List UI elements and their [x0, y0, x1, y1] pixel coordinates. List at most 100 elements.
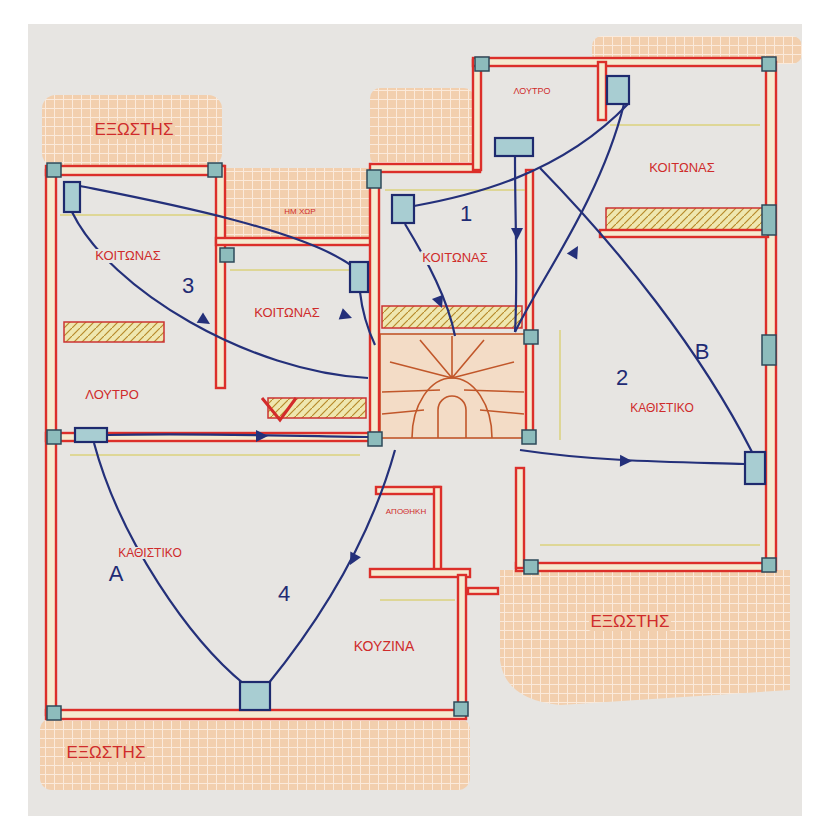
wall — [46, 166, 224, 175]
columns — [47, 57, 776, 720]
wall — [600, 230, 768, 237]
callout-number: 1 — [458, 202, 474, 225]
balcony — [42, 95, 222, 167]
balcony — [500, 570, 790, 705]
arrowhead — [197, 313, 214, 330]
stair-arc — [438, 396, 466, 438]
wall — [46, 710, 466, 719]
closet — [606, 208, 766, 230]
exit-symbol — [745, 452, 765, 484]
column — [47, 163, 61, 177]
stairs — [380, 334, 526, 438]
callout-number: 2 — [614, 366, 630, 389]
wall — [434, 487, 441, 573]
route-line — [80, 186, 352, 266]
wall — [370, 569, 470, 577]
arrowhead — [432, 295, 448, 311]
column — [368, 432, 382, 446]
arrowhead — [567, 243, 583, 259]
walls — [46, 58, 776, 719]
column — [454, 702, 468, 716]
room-label: ΚΑΘΙΣΤΙΚΟ — [116, 547, 183, 560]
door-mark — [262, 398, 296, 420]
exit-symbol — [64, 182, 80, 212]
balcony — [370, 88, 474, 166]
balcony-label: ΕΞΩΣΤΗΣ — [589, 613, 672, 631]
arrowhead — [620, 455, 632, 467]
room-label: ΚΟΙΤΩΝΑΣ — [93, 249, 163, 263]
route-line — [414, 104, 628, 206]
route-line — [540, 168, 752, 452]
room-label: ΛΟΥΤΡΟ — [511, 87, 552, 96]
route-line — [515, 157, 516, 332]
arrowhead — [256, 430, 268, 442]
room-label: ΛΟΥΤΡΟ — [83, 388, 141, 402]
column — [367, 170, 381, 188]
stair-area — [380, 334, 526, 438]
column — [762, 335, 776, 365]
wall — [473, 60, 481, 170]
route-line — [72, 212, 368, 378]
callout-number: 4 — [276, 582, 292, 605]
closet — [64, 322, 164, 342]
room-label: ΑΠΟΘΗΚΗ — [384, 508, 428, 516]
arrowhead — [511, 228, 523, 240]
balcony-label: ΕΞΩΣΤΗΣ — [93, 121, 176, 139]
exit-symbol — [350, 262, 368, 292]
column — [762, 205, 776, 235]
column — [47, 706, 61, 720]
wall — [370, 164, 480, 172]
column — [522, 430, 536, 444]
exit-symbol — [607, 76, 629, 104]
arrowhead — [345, 552, 361, 568]
wall — [370, 176, 379, 442]
exit-symbol — [240, 682, 270, 710]
callout-letter: A — [107, 562, 126, 585]
wall — [468, 588, 498, 594]
column — [220, 248, 234, 262]
column — [475, 57, 489, 71]
column — [524, 330, 538, 344]
stair-treads — [382, 336, 524, 414]
exit-symbol — [75, 428, 107, 442]
room-label: ΚΟΙΤΩΝΑΣ — [252, 306, 322, 320]
dimension-lines — [60, 125, 760, 600]
route-line — [94, 443, 244, 684]
route-line — [107, 434, 368, 437]
wall — [473, 58, 775, 66]
column — [524, 560, 538, 574]
room-label: ΗΜ ΧΩΡ — [282, 208, 317, 216]
route-symbols — [64, 76, 765, 710]
escape-routes — [72, 104, 752, 684]
balcony — [224, 168, 370, 240]
room-label: ΚΟΙΤΩΝΑΣ — [420, 251, 490, 265]
wall — [516, 563, 774, 571]
wall — [216, 166, 225, 388]
callout-letter: B — [693, 340, 712, 363]
exit-symbol — [392, 195, 414, 223]
exit-symbol — [495, 138, 533, 156]
balcony-label: ΕΞΩΣΤΗΣ — [65, 744, 148, 762]
route-line — [360, 292, 375, 345]
room-label: ΚΑΘΙΣΤΙΚΟ — [628, 402, 695, 415]
column — [47, 430, 61, 444]
wall — [376, 487, 440, 494]
arrowhead — [339, 308, 354, 323]
callout-number: 3 — [180, 274, 196, 297]
column — [762, 558, 776, 572]
column — [762, 57, 776, 71]
room-label: ΚΟΙΤΩΝΑΣ — [647, 161, 717, 175]
paper-ground — [28, 24, 802, 816]
balcony — [40, 718, 470, 790]
wall — [458, 575, 466, 715]
balconies — [40, 36, 802, 790]
stair-arc — [412, 378, 492, 438]
wall — [598, 62, 606, 120]
wall — [766, 62, 776, 570]
dimension-line — [60, 125, 760, 600]
route-arrowheads — [197, 228, 632, 568]
room-label: ΚΟΥΖΙΝΑ — [352, 639, 417, 654]
route-line — [405, 224, 455, 336]
